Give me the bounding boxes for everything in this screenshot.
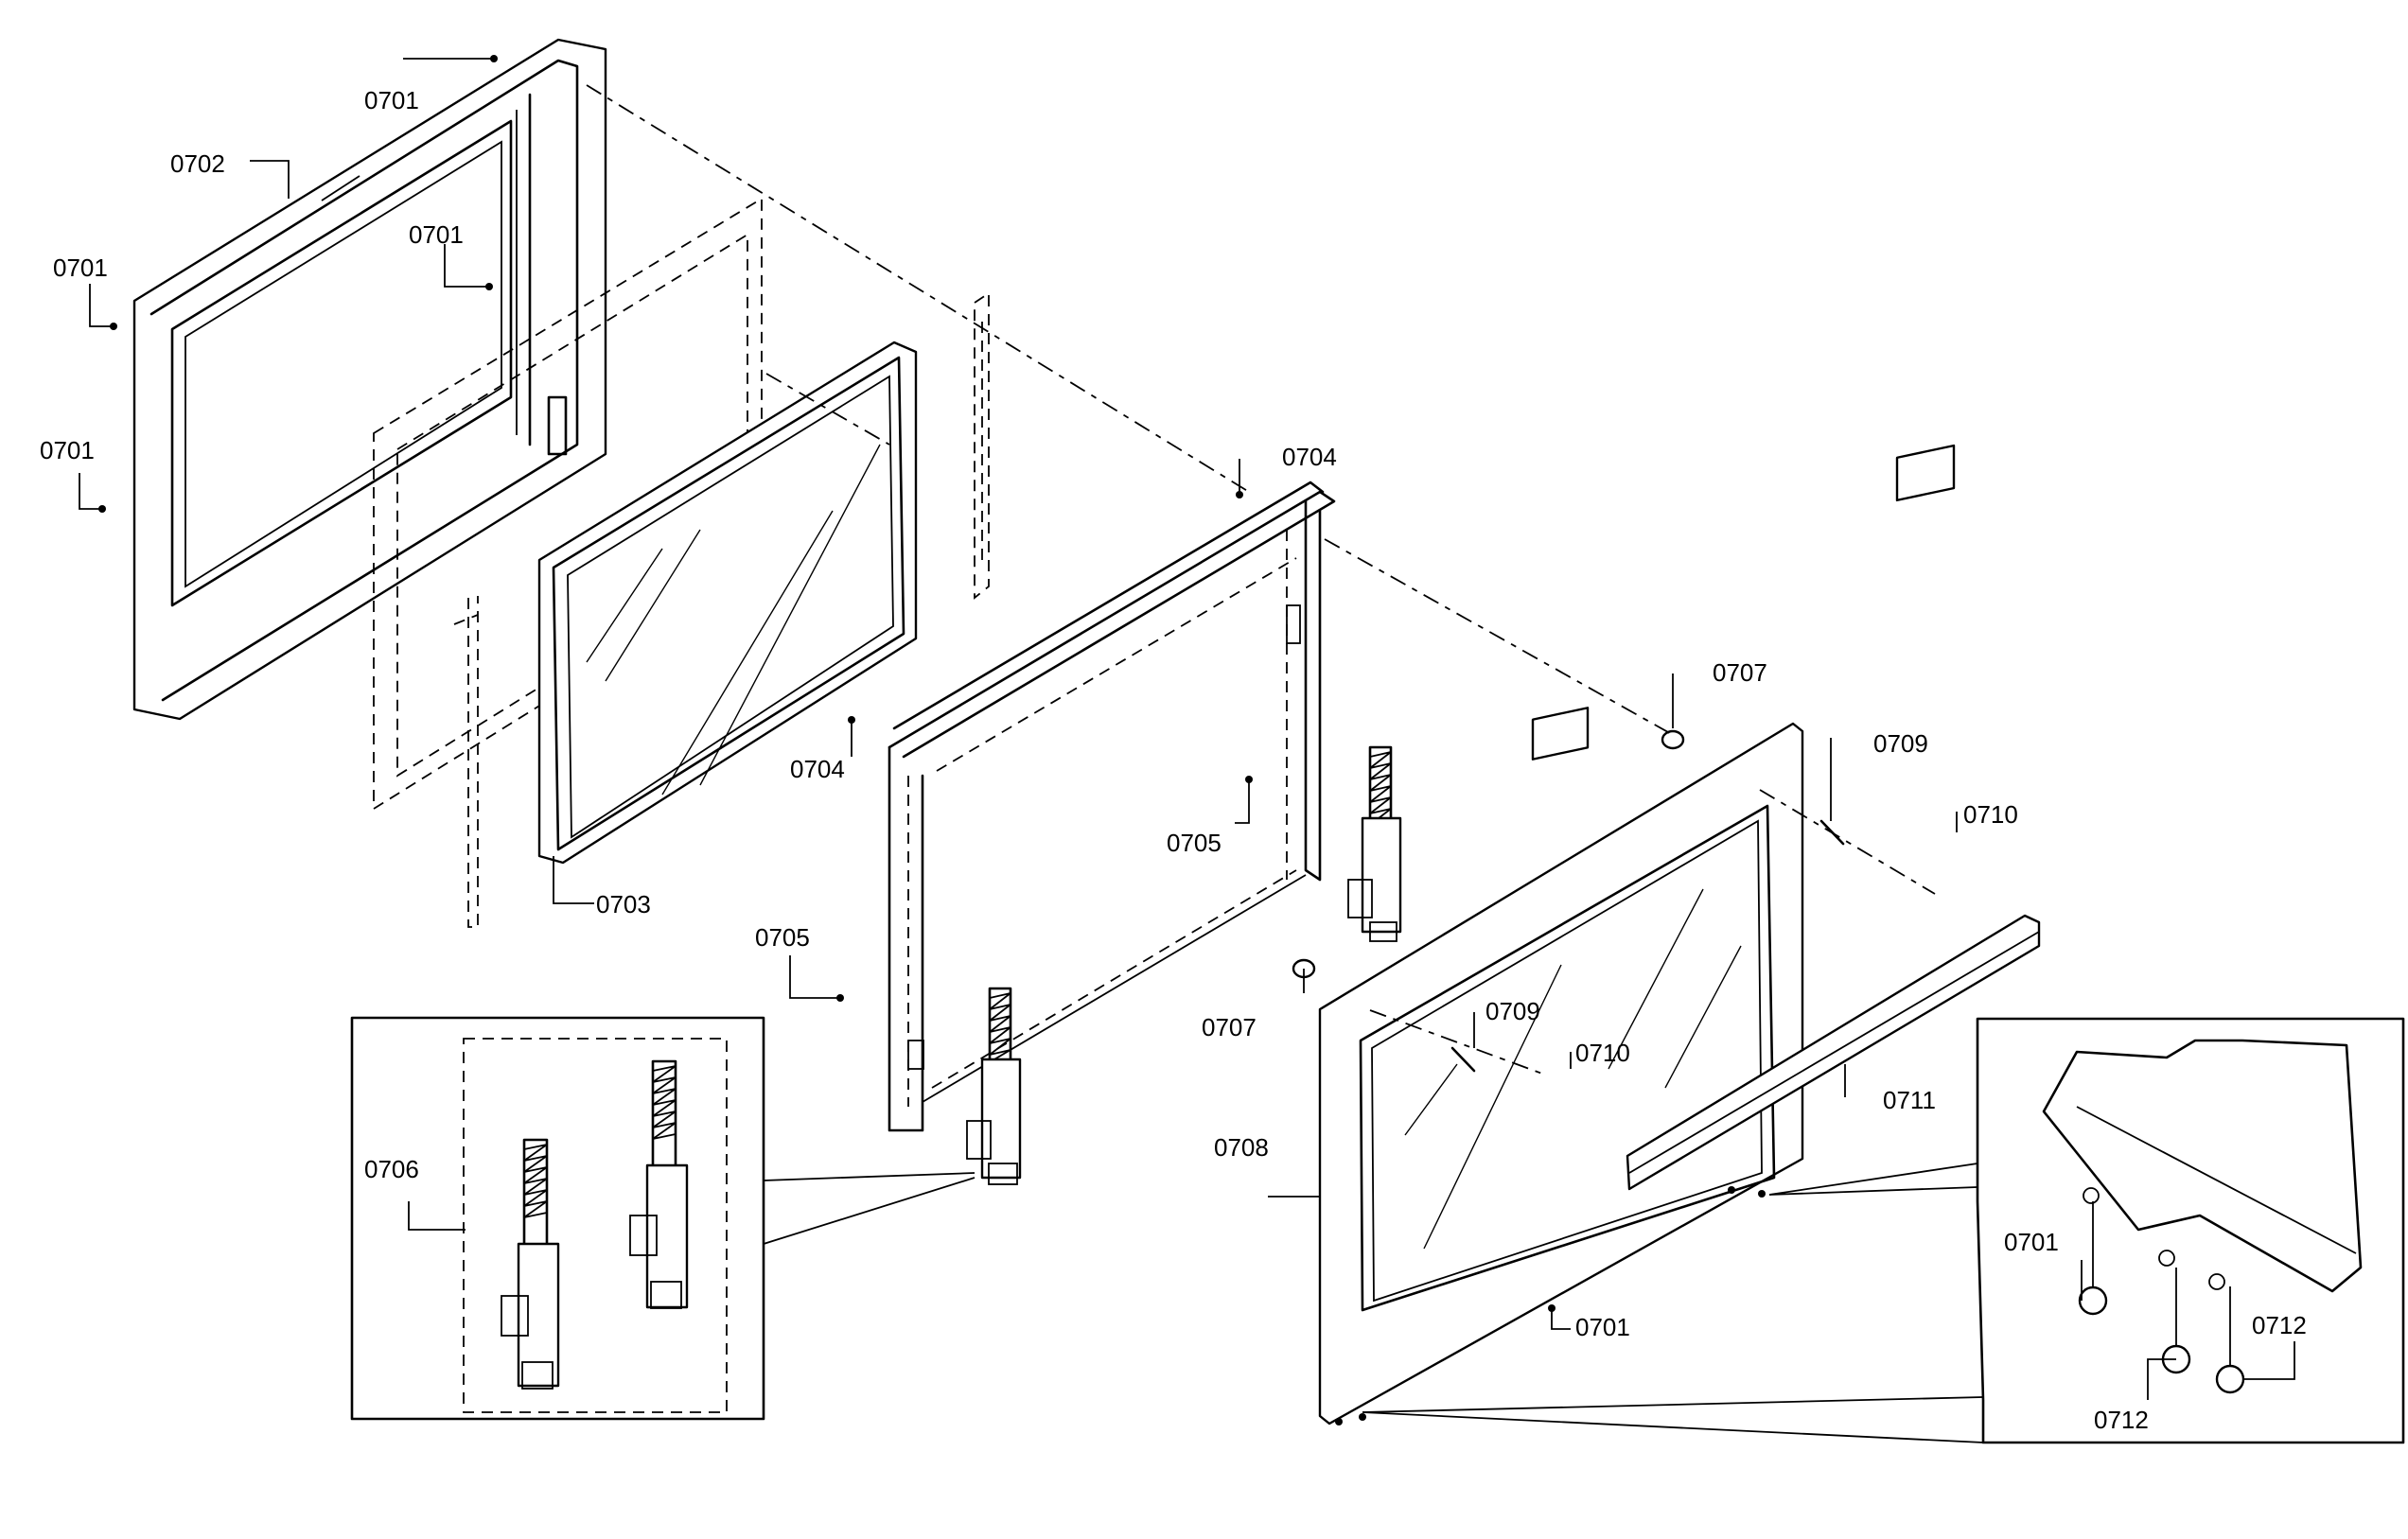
callout-0709-right: 0709 bbox=[1873, 729, 1928, 758]
side-bracket bbox=[974, 291, 990, 600]
callout-0701-left-upper: 0701 bbox=[53, 254, 108, 282]
assembly-axes bbox=[586, 84, 1936, 1075]
callout-0710-right: 0710 bbox=[1963, 800, 2018, 829]
callout-0704-left: 0704 bbox=[790, 755, 845, 783]
screw-detail-leaders bbox=[1362, 1163, 1984, 1443]
callout-labels: 0701 0702 0701 0701 0701 0703 0704 0704 … bbox=[40, 86, 2307, 1434]
inner-glass-pane bbox=[537, 341, 918, 865]
callout-leaders bbox=[79, 58, 2295, 1400]
door-inner-frame bbox=[888, 481, 1336, 1132]
callout-0702: 0702 bbox=[170, 149, 225, 178]
callout-0705-right: 0705 bbox=[1167, 829, 1222, 857]
detail-hinge-a bbox=[501, 1138, 560, 1390]
hinge-detail-leaders bbox=[763, 1172, 976, 1245]
handle-bar bbox=[1626, 914, 2041, 1191]
callout-0709-left: 0709 bbox=[1485, 997, 1540, 1025]
callout-0707-bottom: 0707 bbox=[1202, 1013, 1257, 1041]
callout-0705-left: 0705 bbox=[755, 923, 810, 952]
callout-0706: 0706 bbox=[364, 1155, 419, 1183]
callout-0710-left: 0710 bbox=[1575, 1039, 1630, 1067]
callout-0708: 0708 bbox=[1214, 1133, 1269, 1162]
callout-0701-top: 0701 bbox=[364, 86, 419, 114]
callout-0701-left-lower: 0701 bbox=[40, 436, 95, 464]
callout-0703: 0703 bbox=[596, 890, 651, 918]
callout-0701-detail: 0701 bbox=[2004, 1228, 2059, 1256]
callout-0701-panel: 0701 bbox=[409, 220, 464, 249]
handle-mounts bbox=[1292, 444, 1956, 1073]
hinge-right bbox=[1347, 745, 1402, 942]
callout-0712-bottom: 0712 bbox=[2094, 1406, 2149, 1434]
callout-0707-top: 0707 bbox=[1713, 658, 1767, 687]
detail-hinge-b bbox=[629, 1059, 689, 1309]
front-door-panel bbox=[1318, 722, 1804, 1425]
fastener-dots bbox=[98, 55, 1766, 1425]
hinge-left bbox=[966, 987, 1022, 1185]
callout-0704-top: 0704 bbox=[1282, 443, 1337, 471]
callout-0712-right: 0712 bbox=[2252, 1311, 2307, 1339]
callout-0701-front: 0701 bbox=[1575, 1313, 1630, 1341]
callout-0711: 0711 bbox=[1883, 1086, 1936, 1114]
hinge-detail-box bbox=[350, 1016, 765, 1421]
outer-door-panel bbox=[132, 38, 607, 721]
